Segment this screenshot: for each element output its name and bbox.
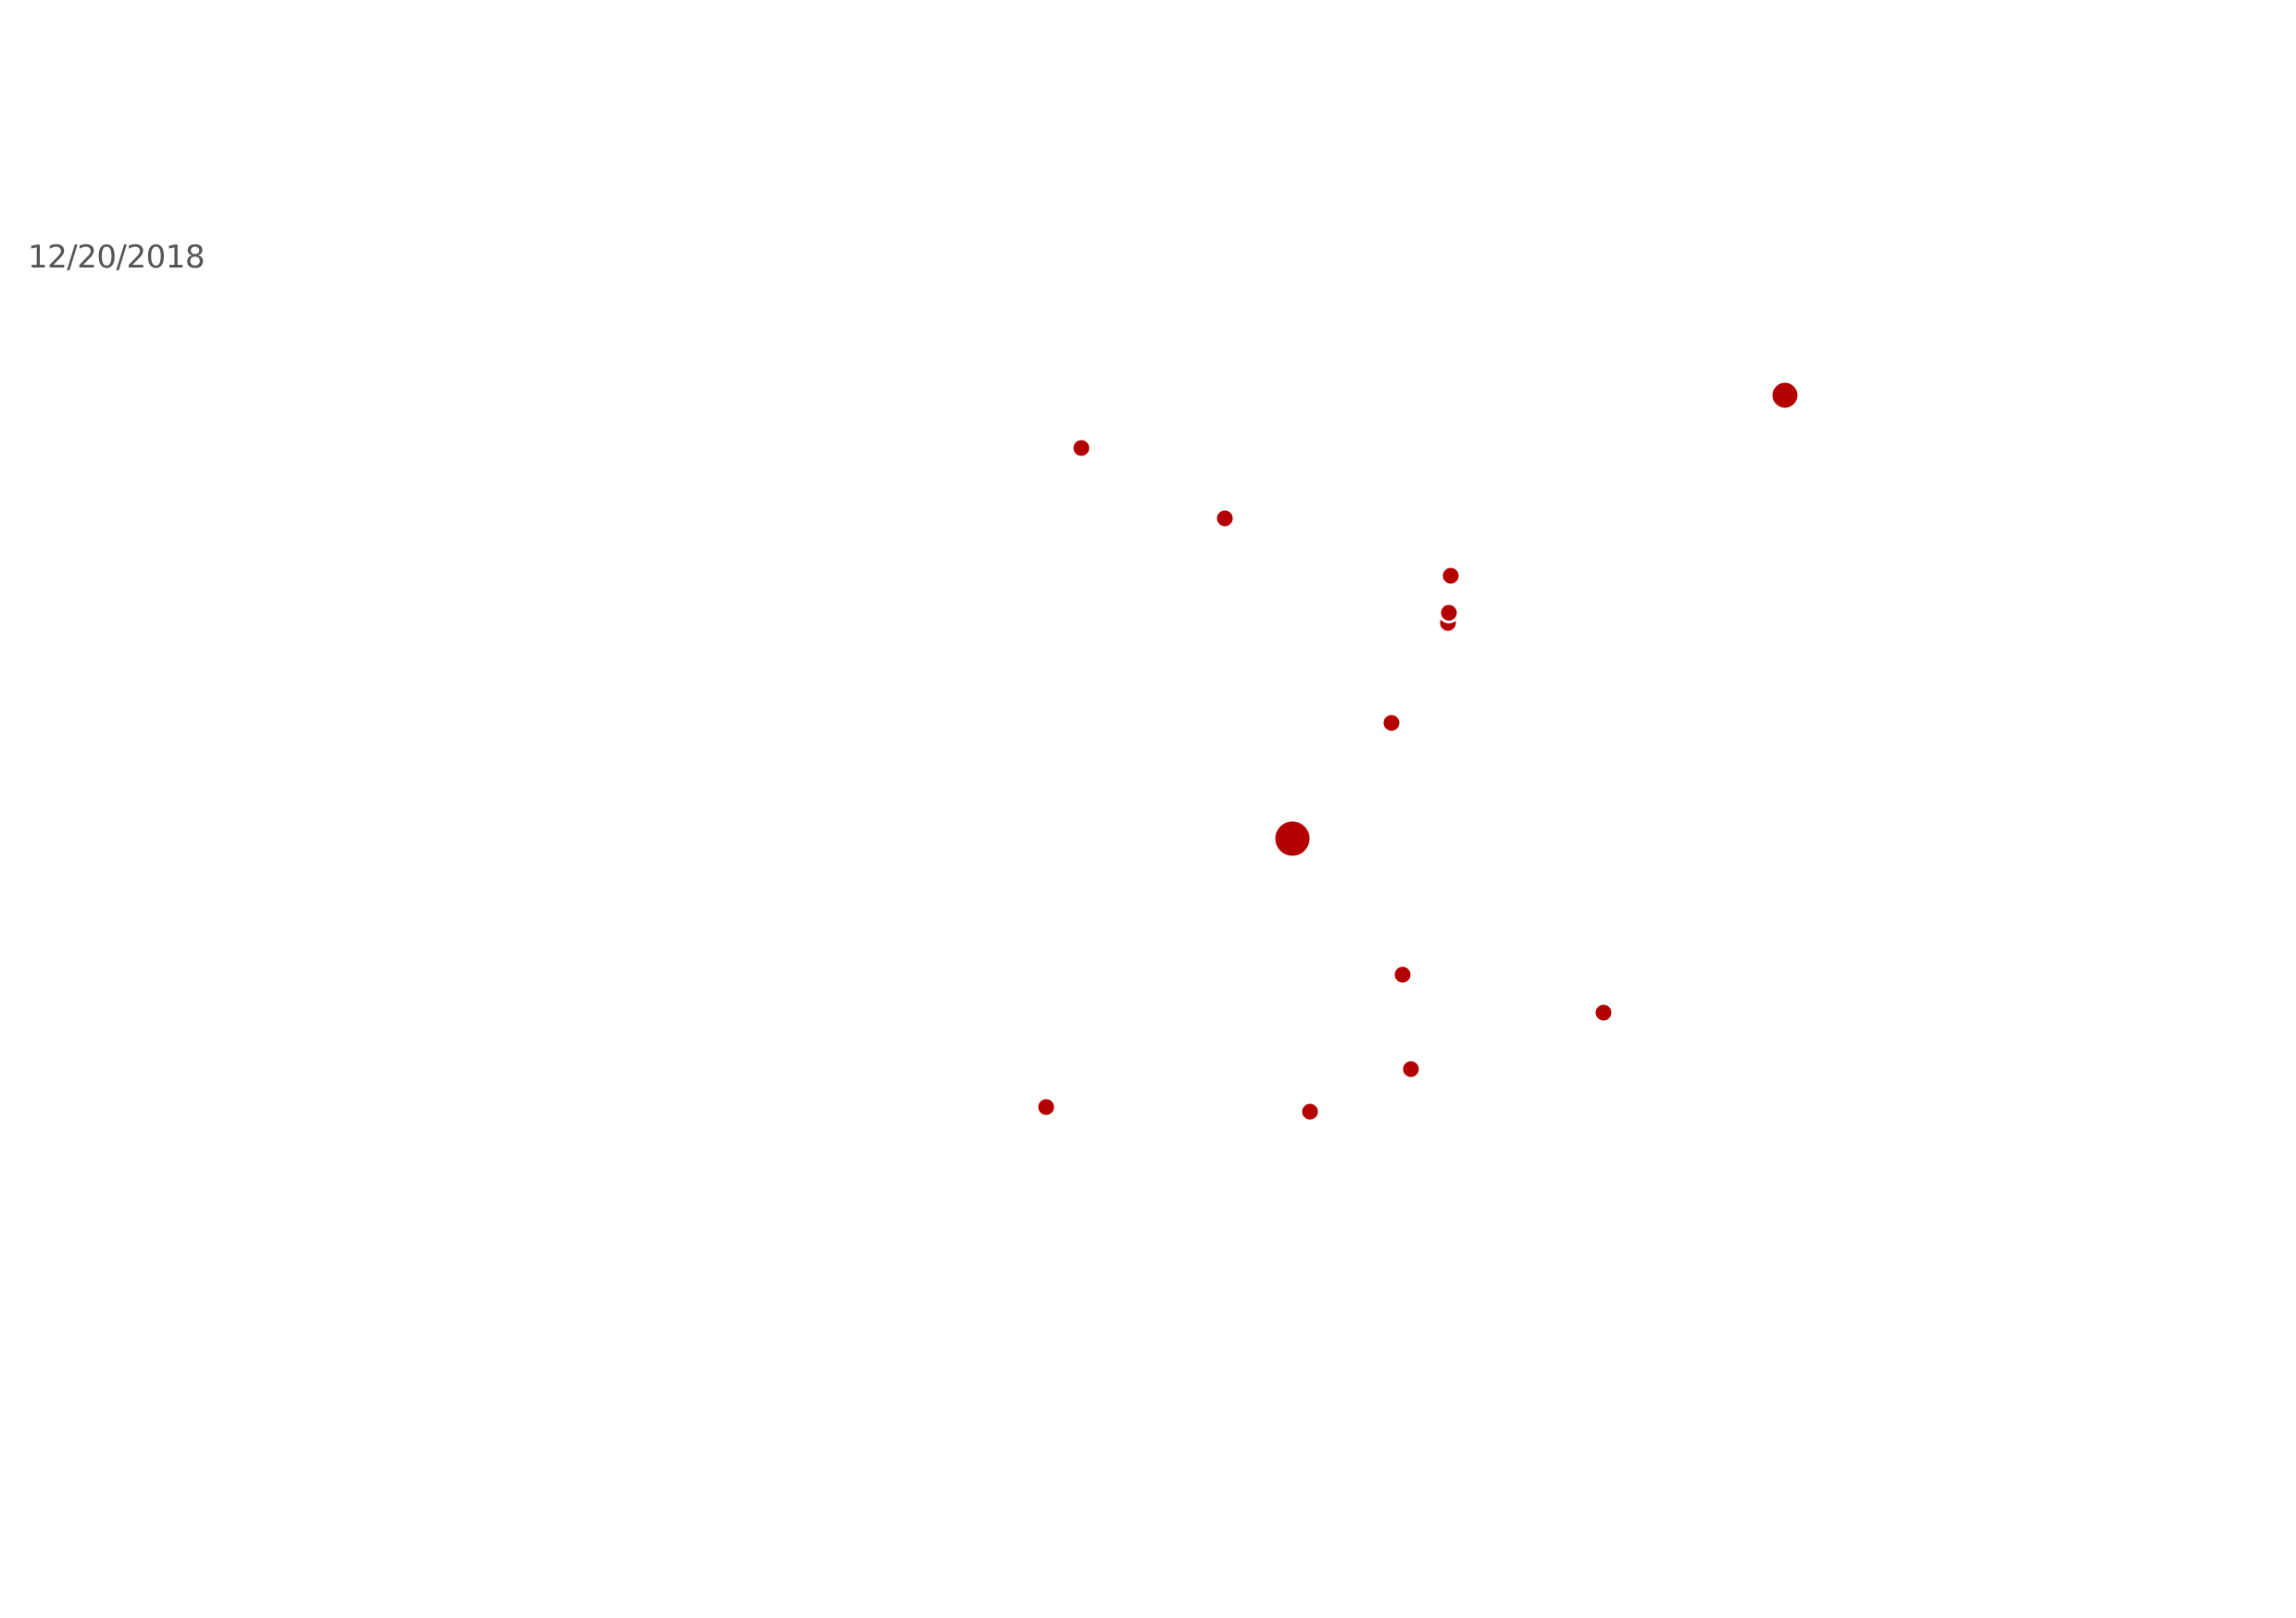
map-marker-m11[interactable] [1400,1058,1422,1080]
map-marker-m2[interactable] [1070,437,1092,459]
map-marker-m1[interactable] [1769,380,1801,411]
map-marker-m12[interactable] [1035,1096,1057,1118]
map-marker-m7[interactable] [1380,712,1403,734]
map-marker-m13[interactable] [1299,1101,1321,1123]
map-marker-m6[interactable] [1438,602,1460,624]
map-marker-m10[interactable] [1592,1002,1615,1024]
date-label: 12/20/2018 [28,239,205,276]
map-marker-m3[interactable] [1214,507,1236,529]
map-marker-m8[interactable] [1272,818,1313,859]
map-marker-m9[interactable] [1391,964,1414,986]
map-marker-m4[interactable] [1440,565,1462,587]
